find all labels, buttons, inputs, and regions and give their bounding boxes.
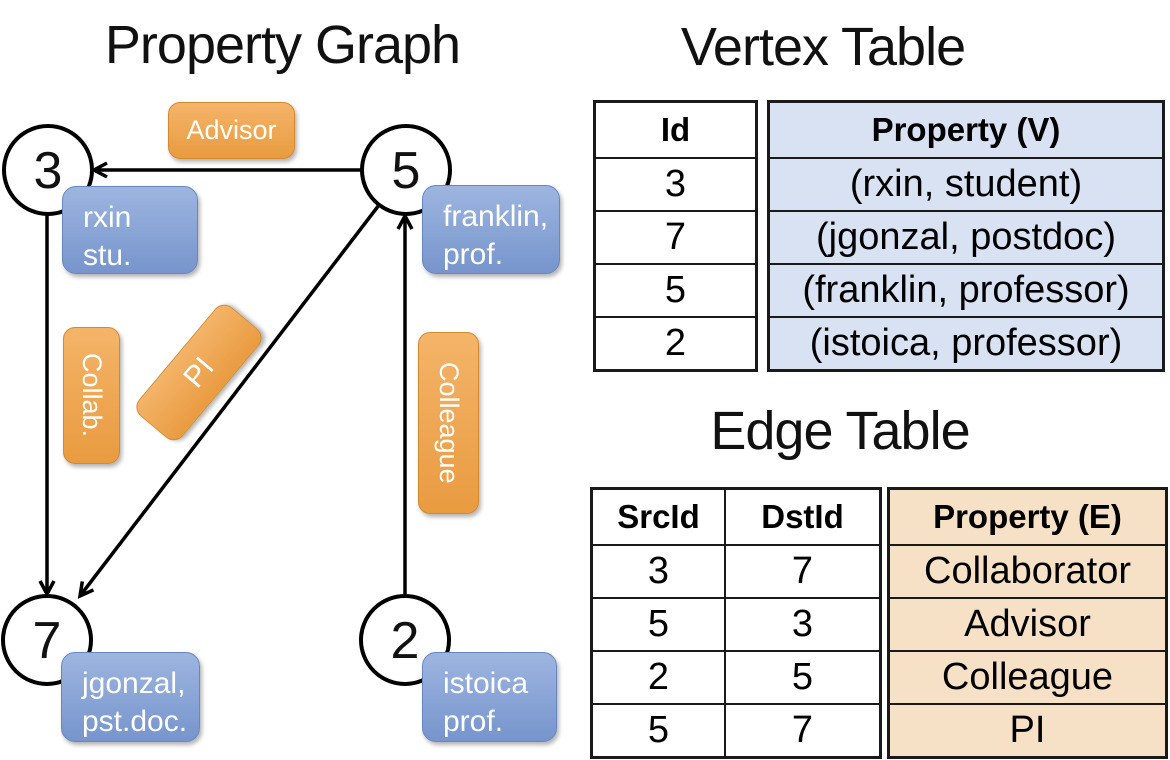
edge-table-dst-cell: 3 — [791, 603, 814, 645]
vertex-prop-box-franklin: franklin, prof. — [422, 185, 560, 274]
vertex-table-property-cell: (rxin, student) — [770, 157, 1162, 210]
edge-label-collab: Collab. — [63, 327, 120, 464]
vertex-prop-line: pst.doc. — [82, 705, 188, 738]
vertex-table-property-cell: (jgonzal, postdoc) — [770, 210, 1162, 263]
edge-table-property-cell: Advisor — [890, 597, 1165, 650]
edge-table-id-row: 2 5 — [593, 650, 879, 703]
vertex-id-2: 2 — [391, 612, 420, 670]
vertex-prop-box-jgonzal: jgonzal, pst.doc. — [61, 652, 200, 742]
edge-table-property-cell: Colleague — [890, 650, 1165, 703]
vertex-prop-line: istoica — [443, 667, 529, 700]
vertex-prop-line: franklin, — [443, 200, 549, 233]
vertex-table-title: Vertex Table — [680, 17, 966, 77]
edge-table-dst-cell: 7 — [791, 550, 814, 592]
edge-table-src-cell: 3 — [593, 546, 726, 597]
vertex-id-3: 3 — [34, 142, 63, 200]
vertex-id-7: 7 — [33, 612, 62, 670]
property-graph-diagram: 3 5 7 2 — [1, 124, 452, 686]
edge-table-dst-cell: 5 — [791, 656, 814, 698]
edge-table-id-headers: SrcId DstId — [593, 490, 879, 544]
vertex-prop-box-istoica: istoica prof. — [422, 652, 557, 742]
vertex-prop-line: prof. — [443, 705, 504, 738]
edge-table-property-cell: PI — [890, 703, 1165, 756]
edge-table-title: Edge Table — [710, 401, 970, 461]
edge-label-colleague: Colleague — [418, 332, 479, 514]
vertex-table-id-cell: 5 — [596, 263, 755, 316]
vertex-table-property-column: Property (V) (rxin, student) (jgonzal, p… — [767, 100, 1165, 372]
edge-table-id-columns: SrcId DstId 3 7 5 3 2 5 5 7 — [590, 487, 882, 759]
edge-table-property-header: Property (E) — [933, 498, 1122, 535]
edge-pi-line — [77, 203, 381, 599]
vertex-table-property-cell: (franklin, professor) — [770, 263, 1162, 316]
edge-label-pi-text: PI — [176, 350, 221, 394]
vertex-id-5: 5 — [392, 142, 421, 200]
vertex-table-property-cell: (istoica, professor) — [770, 316, 1162, 369]
edge-table-src-cell: 5 — [593, 599, 726, 650]
vertex-table-id-cell: 2 — [596, 316, 755, 369]
vertex-prop-box-rxin: rxin stu. — [62, 186, 198, 274]
vertex-prop-line: jgonzal, — [82, 667, 186, 700]
edge-table-dstid-header: DstId — [761, 498, 844, 535]
vertex-table-id-cell: 3 — [596, 157, 755, 210]
edge-label-collab-text: Collab. — [77, 353, 107, 438]
vertex-prop-line: prof. — [443, 238, 504, 271]
edge-table-property-column: Property (E) Collaborator Advisor Collea… — [887, 487, 1168, 759]
edge-table-dst-cell: 7 — [791, 709, 814, 751]
vertex-prop-line: stu. — [83, 239, 132, 272]
edge-table-srcid-header: SrcId — [593, 490, 726, 544]
vertex-table-id-column: Id 3 7 5 2 — [593, 100, 758, 372]
edge-label-colleague-text: Colleague — [434, 362, 464, 484]
property-graph-title: Property Graph — [104, 15, 461, 75]
edge-table-id-row: 5 7 — [593, 703, 879, 756]
vertex-table-id-cell: 7 — [596, 210, 755, 263]
edge-table-src-cell: 5 — [593, 705, 726, 756]
edge-table-id-row: 3 7 — [593, 544, 879, 597]
vertex-prop-line: rxin — [83, 201, 132, 234]
edge-table-id-row: 5 3 — [593, 597, 879, 650]
edge-table-src-cell: 2 — [593, 652, 726, 703]
edge-label-advisor: Advisor — [168, 102, 295, 159]
vertex-table-id-header: Id — [660, 111, 691, 148]
vertex-table-property-header: Property (V) — [871, 111, 1061, 148]
edge-table-property-cell: Collaborator — [890, 544, 1165, 597]
edge-label-advisor-text: Advisor — [186, 115, 277, 145]
